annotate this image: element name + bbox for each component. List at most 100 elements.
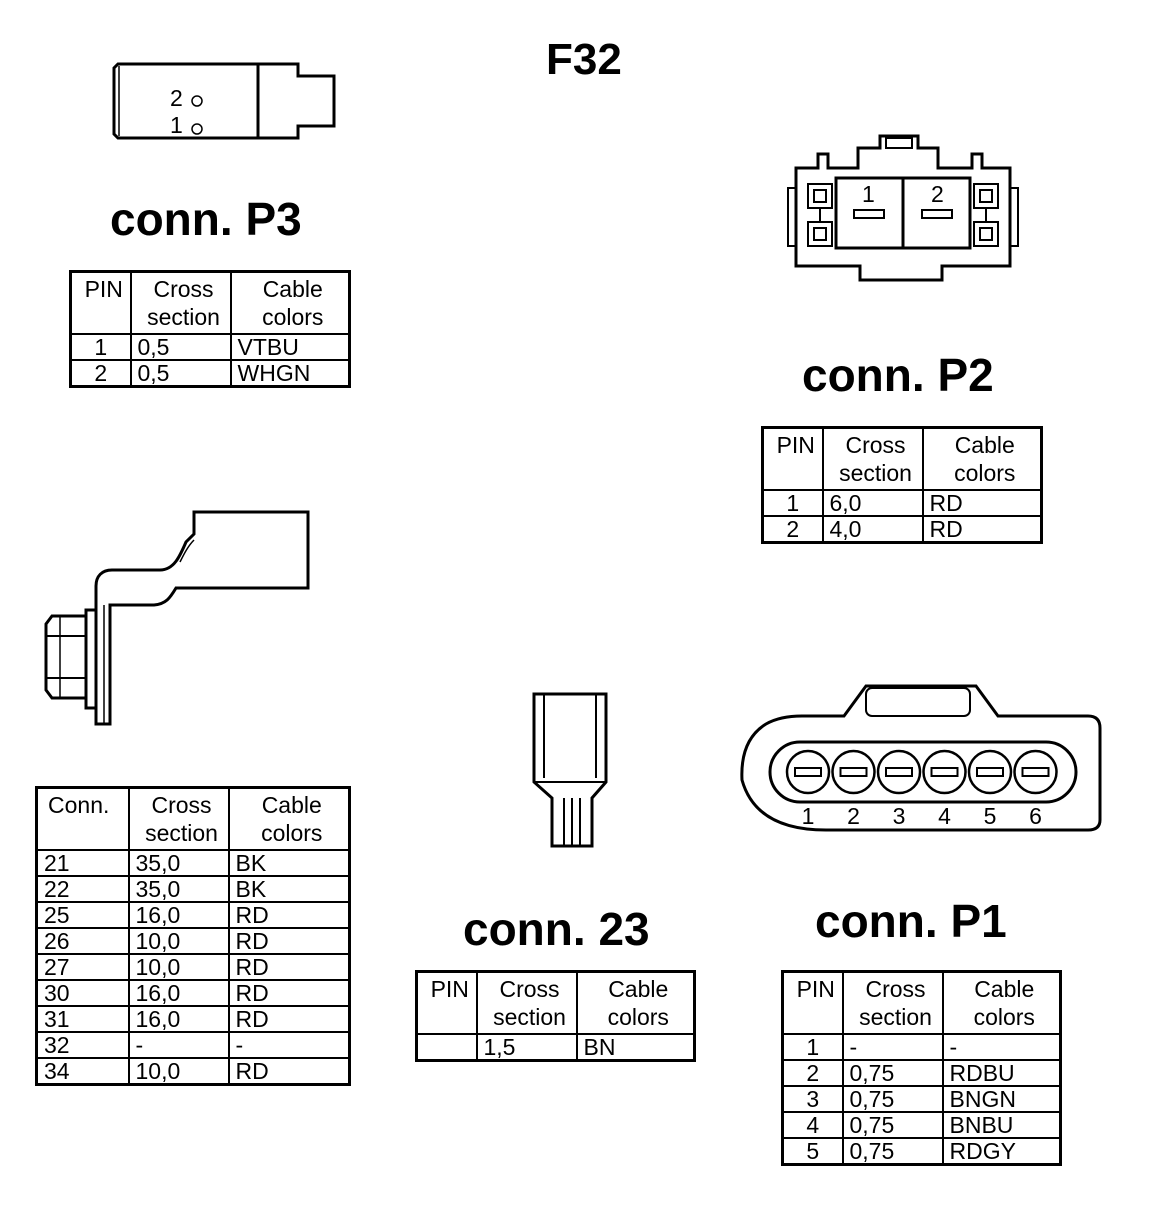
table-cell: 0,75 — [841, 1111, 944, 1139]
header-cross-section: Cross section — [127, 786, 230, 851]
ring-terminal-drawing — [34, 506, 314, 730]
table-cell: BK — [227, 875, 351, 903]
p1-pin-socket — [787, 751, 829, 793]
table-cell: RD — [227, 1005, 351, 1033]
table-cell: WHGN — [229, 359, 351, 388]
p1-pin-contact — [886, 768, 912, 776]
p3-pin-label: 2 — [170, 85, 183, 111]
p1-pin-socket — [833, 751, 875, 793]
p1-pin-label: 2 — [847, 803, 860, 829]
connector-23-title: conn. 23 — [463, 903, 650, 955]
table-cell: 1,5 — [475, 1033, 578, 1062]
table-cell: 3 — [781, 1085, 844, 1113]
p3-pin-label: 1 — [170, 112, 183, 138]
table-cell: 2 — [761, 515, 824, 544]
table-cell: 31 — [35, 1005, 130, 1033]
table-cell: 0,75 — [841, 1085, 944, 1113]
table-cell: 0,75 — [841, 1137, 944, 1166]
table-row: 1-- — [781, 1033, 1062, 1061]
table-cell: 0,5 — [129, 359, 232, 388]
table-row: 1 6,0 RD — [761, 489, 1043, 517]
table-cell: 34 — [35, 1057, 130, 1086]
table-cell: 35,0 — [127, 875, 230, 903]
p1-pin-label: 6 — [1029, 803, 1042, 829]
table-cell: 5 — [781, 1137, 844, 1166]
table-cell: 30 — [35, 979, 130, 1007]
table-cell: - — [841, 1033, 944, 1061]
table-cell: 4,0 — [821, 515, 924, 544]
table-cell: 32 — [35, 1031, 130, 1059]
header-cable-colors: Cable colors — [229, 270, 351, 335]
table-cell: BN — [575, 1033, 696, 1062]
p1-pin-contact — [932, 768, 958, 776]
table-cell: 1 — [69, 333, 132, 361]
table-cell: RD — [227, 1057, 351, 1086]
header-pin: PIN — [415, 970, 478, 1035]
connector-p3-drawing: 2 1 — [108, 60, 340, 144]
table-cell: 4 — [781, 1111, 844, 1139]
p1-pin-socket — [969, 751, 1011, 793]
table-row: 1,5 BN — [415, 1033, 696, 1062]
table-cell: RD — [227, 979, 351, 1007]
table-cell: 2 — [69, 359, 132, 388]
p1-pin-contact — [1023, 768, 1049, 776]
p1-pin-label: 4 — [938, 803, 951, 829]
p1-pin-socket — [924, 751, 966, 793]
table-cell: 21 — [35, 849, 130, 877]
connector-p2-table: PIN Cross section Cable colors 1 6,0 RD … — [761, 426, 1043, 544]
header-cross-section: Cross section — [129, 270, 232, 335]
header-cable-colors: Cable colors — [941, 970, 1062, 1035]
table-cell: - — [227, 1031, 351, 1059]
header-cross-section: Cross section — [475, 970, 578, 1035]
table-cell: RD — [921, 515, 1043, 544]
p1-pin-label: 3 — [893, 803, 906, 829]
table-cell: 1 — [781, 1033, 844, 1061]
page-title: F32 — [546, 35, 622, 84]
p1-pin-socket — [1015, 751, 1057, 793]
p1-pin-contact — [795, 768, 821, 776]
table-cell: RD — [227, 953, 351, 981]
connector-p2-drawing: 1 2 — [780, 134, 1030, 284]
table-cell: RD — [227, 927, 351, 955]
connector-p3-title: conn. P3 — [110, 193, 302, 245]
table-cell: 16,0 — [127, 1005, 230, 1033]
table-row: 1 0,5 VTBU — [69, 333, 351, 361]
table-row: 2 0,5 WHGN — [69, 359, 351, 388]
table-cell: VTBU — [229, 333, 351, 361]
table-cell: 25 — [35, 901, 130, 929]
p1-pin-contact — [841, 768, 867, 776]
header-cable-colors: Cable colors — [921, 426, 1043, 491]
table-cell: RDGY — [941, 1137, 1062, 1166]
header-pin: PIN — [781, 970, 844, 1035]
table-cell: - — [941, 1033, 1062, 1061]
table-row: 32-- — [35, 1031, 351, 1059]
table-cell: - — [127, 1031, 230, 1059]
table-cell: BNGN — [941, 1085, 1062, 1113]
table-cell: 22 — [35, 875, 130, 903]
p2-pin-label: 2 — [931, 181, 944, 207]
table-cell: 10,0 — [127, 1057, 230, 1086]
connector-23-table: PIN Cross section Cable colors 1,5 BN — [415, 970, 696, 1062]
p1-pin-socket — [878, 751, 920, 793]
connector-p2-title: conn. P2 — [802, 349, 994, 401]
table-cell: BK — [227, 849, 351, 877]
header-cross-section: Cross section — [841, 970, 944, 1035]
p2-pin-label: 1 — [862, 181, 875, 207]
p1-pin-label: 1 — [802, 803, 815, 829]
connector-p1-title: conn. P1 — [815, 895, 1007, 947]
table-cell: 27 — [35, 953, 130, 981]
header-cross-section: Cross section — [821, 426, 924, 491]
table-cell: 0,5 — [129, 333, 232, 361]
table-cell: 16,0 — [127, 979, 230, 1007]
table-cell: 6,0 — [821, 489, 924, 517]
table-cell: 0,75 — [841, 1059, 944, 1087]
